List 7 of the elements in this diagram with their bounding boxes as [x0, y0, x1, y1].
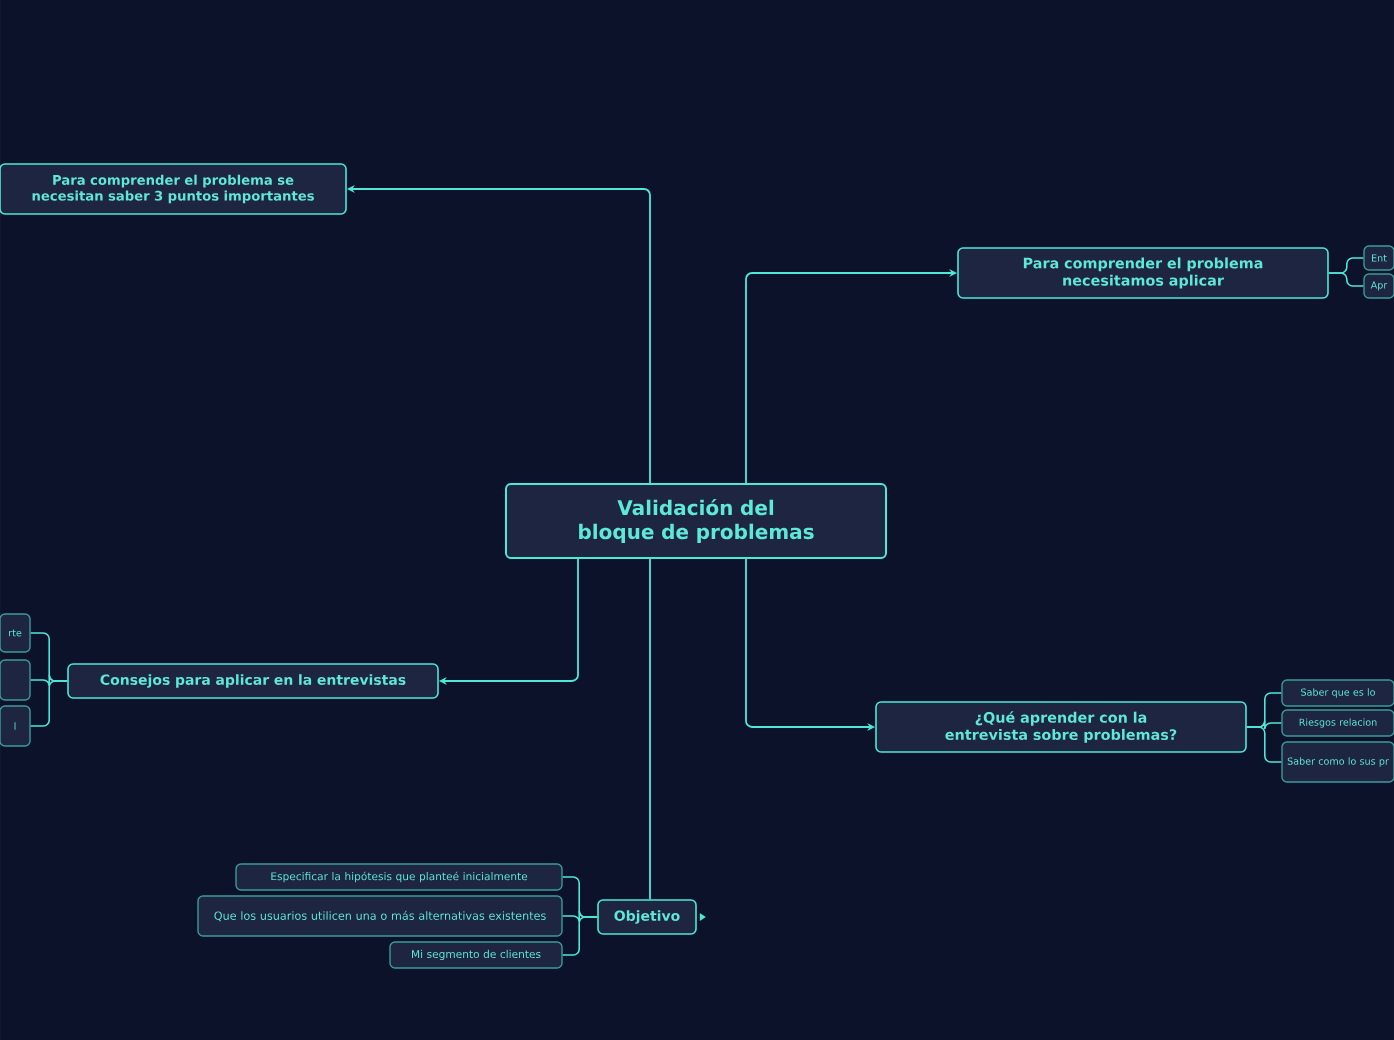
connector — [29, 680, 68, 727]
connector — [561, 916, 598, 956]
empty-box — [0, 659, 31, 701]
central-topic-box: Validación del bloque de problemas — [505, 483, 887, 559]
connector — [1246, 726, 1283, 763]
connector — [1328, 272, 1365, 287]
connector — [649, 558, 651, 901]
